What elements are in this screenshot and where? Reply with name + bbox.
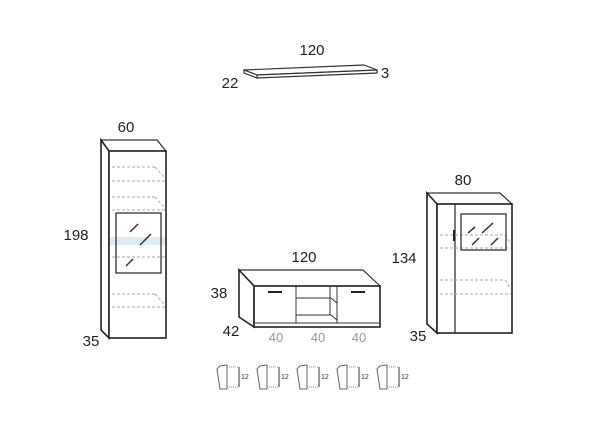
foot-height-label: 12 (281, 374, 289, 381)
foot-height-label: 12 (361, 374, 369, 381)
tv-unit-section-label: 40 (352, 330, 366, 345)
tall-cabinet-depth-label: 35 (83, 333, 100, 350)
shelf-thickness-label: 3 (381, 65, 389, 82)
tall-cabinet-height-label: 198 (63, 227, 88, 244)
foot: 12 (336, 364, 369, 390)
foot: 12 (296, 364, 329, 390)
wall-shelf: 120 22 3 (222, 42, 390, 92)
tall-cabinet-width-label: 60 (118, 119, 135, 136)
feet-row: 12 12 12 12 12 (216, 364, 409, 390)
tv-unit-depth-label: 42 (223, 323, 240, 340)
foot: 12 (376, 364, 409, 390)
foot-height-label: 12 (241, 374, 249, 381)
shelf-width-label: 120 (299, 42, 324, 59)
vitrine-depth-label: 35 (410, 328, 427, 345)
vitrine-width-label: 80 (455, 172, 472, 189)
foot-height-label: 12 (321, 374, 329, 381)
tall-cabinet: 60 198 35 (63, 119, 168, 350)
tv-unit-width-label: 120 (291, 249, 316, 266)
foot-height-label: 12 (401, 374, 409, 381)
shelf-depth-label: 22 (222, 75, 239, 92)
vitrine-cabinet: 80 134 35 (391, 172, 514, 345)
tv-unit-section-label: 40 (311, 330, 325, 345)
foot: 12 (256, 364, 289, 390)
vitrine-height-label: 134 (391, 250, 416, 267)
tv-unit: 120 38 42 40 40 40 (211, 249, 382, 345)
foot: 12 (216, 364, 249, 390)
tv-unit-section-label: 40 (269, 330, 283, 345)
tv-unit-height-label: 38 (211, 285, 228, 302)
